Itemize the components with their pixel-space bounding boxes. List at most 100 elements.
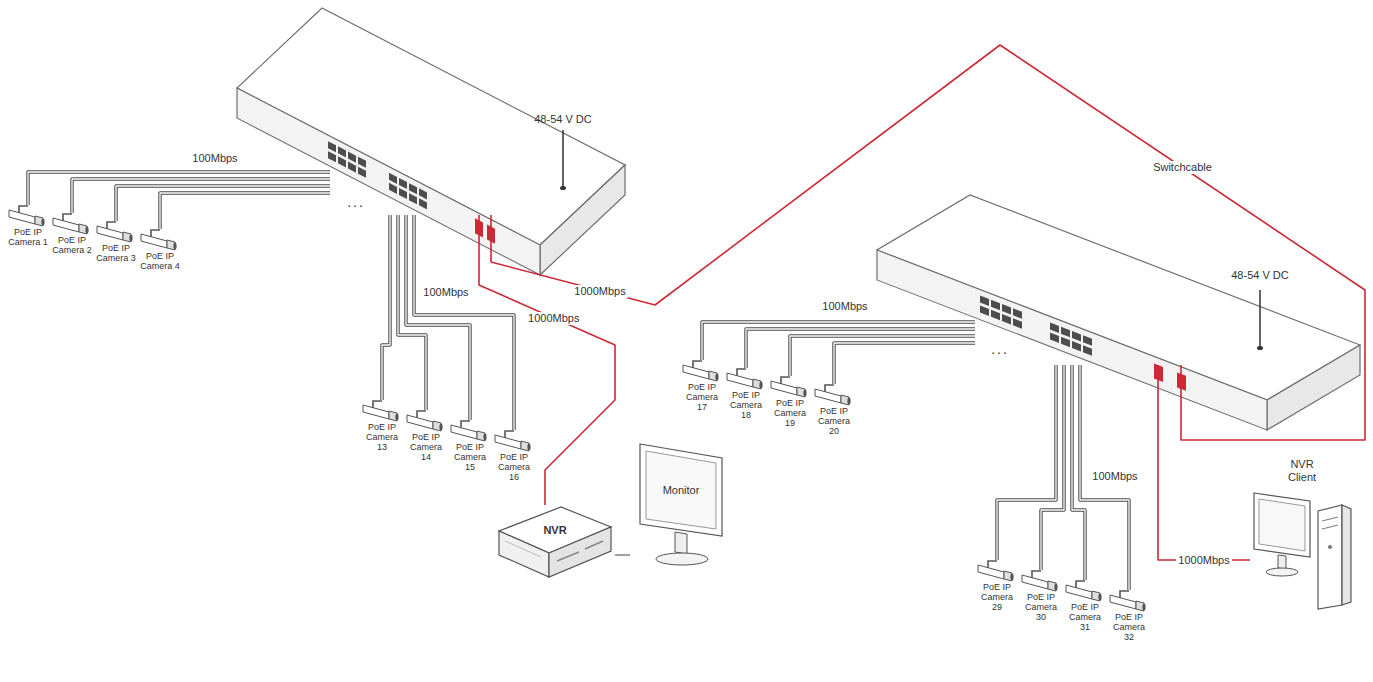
poe-switch: 48-54 V DC — [330, 92, 610, 215]
ip-camera: PoE IP Camera 1 — [6, 205, 50, 247]
cable-line — [834, 343, 975, 384]
power-label: 48-54 V DC — [1231, 268, 1288, 282]
camera-icon-part — [505, 431, 514, 438]
camera-label: PoE IP Camera 17 — [680, 382, 724, 412]
camera-icon — [138, 229, 182, 251]
camera-icon — [768, 376, 812, 398]
camera-label: PoE IP Camera 18 — [724, 390, 768, 420]
label-anchor: Switchcable — [1151, 161, 1214, 174]
camera-icon — [1063, 580, 1107, 602]
switch-drawing-part-part-part — [338, 156, 346, 167]
cable-line — [72, 179, 330, 213]
ip-camera: PoE IP Camera 15 — [448, 420, 492, 472]
nvr-recorder-drawing-part — [557, 552, 579, 561]
camera-icon — [94, 221, 138, 243]
cable-connector — [1158, 365, 1250, 560]
camera-icon-part — [1010, 573, 1013, 580]
cable-line — [479, 215, 615, 505]
nvr-recorder-drawing-part — [499, 531, 549, 577]
camera-icon-part — [495, 435, 521, 449]
nvr-recorder-drawing — [495, 505, 615, 585]
monitor-screen: Monitor — [630, 440, 730, 575]
client-computer-drawing-part — [1328, 545, 1332, 549]
monitor-screen-drawing-part — [646, 451, 716, 529]
camera-label: PoE IP Camera 2 — [50, 235, 94, 255]
switch-drawing-part — [1259, 290, 1261, 348]
switch-drawing-part — [562, 130, 564, 188]
cable-line — [414, 215, 514, 430]
camera-icon — [50, 213, 94, 235]
switch-drawing-part-part-part — [991, 300, 1000, 310]
switch-drawing-part-part-part — [348, 162, 356, 173]
switch-drawing-part-part-part — [980, 296, 989, 306]
cable-line — [834, 343, 975, 384]
camera-icon-part — [803, 389, 806, 396]
device-label: NVR Client — [1280, 458, 1324, 483]
switch-drawing-part-part-part — [328, 141, 336, 152]
switch-drawing-part-part-part — [1013, 318, 1022, 328]
switch-drawing-part — [540, 165, 625, 275]
speed-label: 100Mbps — [820, 300, 869, 313]
ip-camera: PoE IP Camera 20 — [812, 384, 856, 436]
switch-drawing-part-part-part — [328, 151, 336, 162]
cable-line — [997, 365, 1056, 560]
client-computer-drawing-part — [1342, 505, 1351, 605]
camera-icon-part — [9, 210, 35, 224]
switch-drawing-part-part — [328, 141, 427, 209]
cable-connector — [382, 215, 390, 400]
label-anchor: 100Mbps — [820, 300, 869, 313]
camera-icon — [975, 560, 1019, 582]
camera-icon — [360, 400, 404, 422]
cable-line — [615, 554, 630, 555]
link-label: 1000Mbps — [526, 312, 581, 325]
monitor-screen-drawing-part — [675, 532, 687, 554]
camera-icon-part — [1098, 593, 1101, 600]
cable-connector — [834, 343, 975, 384]
camera-icon-part — [693, 361, 702, 368]
camera-icon — [492, 430, 536, 452]
ip-camera: PoE IP Camera 4 — [138, 229, 182, 271]
camera-icon-part — [407, 415, 433, 429]
switch-drawing-part — [1257, 346, 1263, 350]
switch-drawing-part-part-part — [409, 193, 417, 204]
nvr-recorder-drawing-part — [585, 541, 603, 549]
cable-connector — [1041, 365, 1064, 570]
cable-connector — [398, 215, 426, 410]
client-computer: NVR Client — [1250, 455, 1355, 610]
camera-icon-part — [815, 389, 841, 403]
cable-connector — [491, 45, 1365, 440]
client-computer-drawing-part — [1318, 505, 1342, 609]
switch-drawing-part-part-part — [358, 167, 366, 178]
camera-icon — [448, 420, 492, 442]
camera-icon-part — [439, 423, 442, 430]
camera-label: PoE IP Camera 31 — [1063, 602, 1107, 632]
switch-drawing-part — [1267, 345, 1360, 430]
cable-line — [398, 215, 426, 410]
camera-icon-part — [825, 385, 834, 392]
camera-icon-part — [1142, 603, 1145, 610]
camera-icon-part — [151, 230, 160, 237]
camera-label: PoE IP Camera 19 — [768, 398, 812, 428]
switch-drawing-part-part-part — [1072, 331, 1081, 341]
ip-camera: PoE IP Camera 3 — [94, 221, 138, 263]
nvr-recorder-drawing-part — [505, 541, 541, 557]
ellipsis-mark: ... — [989, 342, 1011, 356]
camera-icon-part — [715, 373, 718, 380]
switch-drawing-part-part-part — [419, 198, 427, 209]
ip-camera: PoE IP Camera 18 — [724, 368, 768, 420]
camera-icon-part — [173, 242, 176, 249]
speed-label: 1000Mbps — [572, 285, 627, 298]
camera-icon — [812, 384, 856, 406]
client-computer-drawing-part — [1266, 568, 1298, 576]
client-computer-drawing-part — [1278, 555, 1286, 569]
cable-line — [382, 215, 390, 400]
label-anchor: 1000Mbps — [572, 285, 627, 298]
switch-drawing-part-part-part — [1050, 333, 1059, 343]
switch-drawing-part-part-part — [389, 173, 397, 184]
ip-camera: PoE IP Camera 19 — [768, 376, 812, 428]
client-computer-drawing-part — [1254, 493, 1310, 557]
cable-line — [160, 193, 330, 229]
camera-icon-part — [527, 443, 530, 450]
camera-label: PoE IP Camera 15 — [448, 442, 492, 472]
